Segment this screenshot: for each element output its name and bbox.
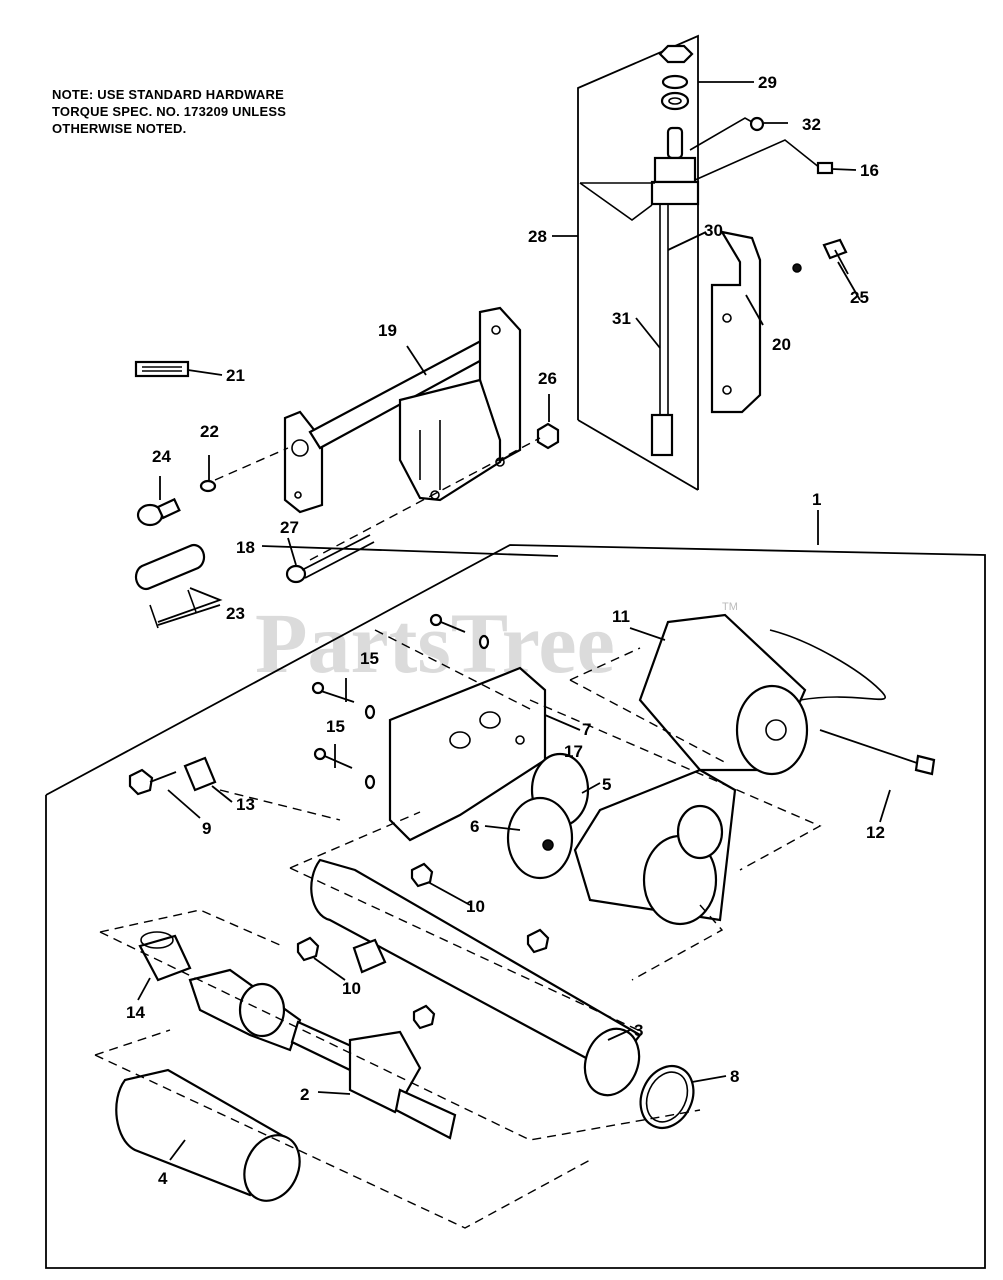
callout-15b: 15 (326, 717, 345, 736)
callout-16: 16 (860, 161, 879, 180)
bolt-24 (136, 497, 181, 527)
note-line-3: OTHERWISE NOTED. (52, 121, 187, 136)
nut-26 (536, 422, 560, 450)
bracket-20 (710, 230, 762, 414)
wire-terminal-32 (749, 116, 765, 132)
callout-14: 14 (126, 1003, 145, 1022)
note-line-2: TORQUE SPEC. NO. 173209 UNLESS (52, 104, 287, 119)
callout-21: 21 (226, 366, 245, 385)
callout-26: 26 (538, 369, 557, 388)
screws-15 (311, 613, 490, 790)
tube-3 (310, 858, 642, 1097)
callout-13: 13 (236, 795, 255, 814)
callout-31: 31 (612, 309, 631, 328)
spacer-13 (183, 756, 217, 792)
callout-32: 32 (802, 115, 821, 134)
callout-18: 18 (236, 538, 255, 557)
watermark-tm: TM (722, 601, 738, 613)
callout-7: 7 (582, 720, 591, 739)
toggle-switch (579, 117, 821, 457)
handle-assembly-19 (283, 306, 522, 514)
note-line-1: NOTE: USE STANDARD HARDWARE (52, 87, 284, 102)
torque-note: NOTE: USE STANDARD HARDWARE TORQUE SPEC.… (52, 86, 286, 137)
watermark: PartsTree (255, 595, 615, 691)
cylinder-4 (115, 1068, 301, 1202)
callout-11: 11 (612, 607, 630, 626)
callout-22: 22 (200, 422, 219, 441)
callout-29: 29 (758, 73, 777, 92)
alignment-guides (94, 629, 822, 1229)
callout-5: 5 (602, 775, 611, 794)
callout-1: 1 (812, 490, 821, 509)
callout-30: 30 (704, 221, 723, 240)
callout-10a: 10 (466, 897, 485, 916)
screws-10 (296, 862, 550, 1030)
callout-17: 17 (564, 742, 583, 761)
callout-24: 24 (152, 447, 171, 466)
screw-25 (792, 238, 849, 275)
leader-lines (137, 81, 891, 1161)
callout-3: 3 (634, 1021, 643, 1040)
callout-2: 2 (300, 1085, 309, 1104)
callout-28: 28 (528, 227, 547, 246)
callout-9: 9 (202, 819, 211, 838)
gear-housing (573, 768, 737, 926)
callout-8: 8 (730, 1067, 739, 1086)
callout-25: 25 (850, 288, 869, 307)
motor-11 (638, 613, 886, 776)
cotter-pins-23 (149, 589, 197, 629)
callout-20: 20 (772, 335, 791, 354)
washer-22 (199, 479, 217, 493)
motor-bolt-12 (819, 729, 936, 776)
switch-panel-outline (577, 34, 699, 491)
callout-4: 4 (158, 1169, 168, 1188)
o-ring-8 (639, 1065, 695, 1129)
switch-nut-washers (658, 44, 694, 111)
callout-23: 23 (226, 604, 245, 623)
callout-6: 6 (470, 817, 479, 836)
callout-15a: 15 (360, 649, 379, 668)
bushing-14 (138, 931, 192, 982)
bolt-27 (285, 534, 375, 584)
callout-10b: 10 (342, 979, 361, 998)
label-21 (134, 360, 190, 378)
screw-shaft-2 (188, 968, 457, 1140)
callout-19: 19 (378, 321, 397, 340)
wire-connector-16 (816, 161, 834, 175)
pin-18 (134, 543, 206, 591)
bolt-9 (128, 768, 177, 796)
actuator-assembly-outline (45, 544, 986, 1269)
callout-27: 27 (280, 518, 299, 537)
callout-12: 12 (866, 823, 885, 842)
